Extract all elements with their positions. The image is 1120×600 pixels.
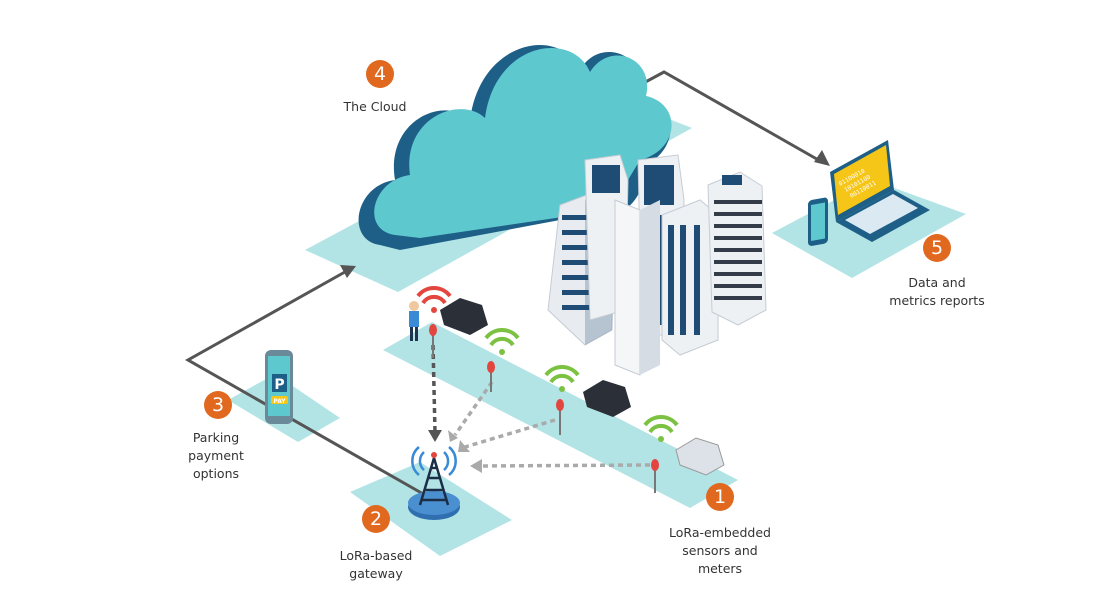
arrow-head-to-cloud bbox=[340, 265, 356, 278]
city-buildings bbox=[547, 154, 767, 376]
label-line: LoRa-based bbox=[339, 548, 413, 563]
label-line: Data and bbox=[908, 275, 966, 290]
step-label-cloud: The Cloud bbox=[344, 98, 407, 116]
label-line: sensors and bbox=[682, 543, 758, 558]
label-line: options bbox=[192, 466, 240, 481]
lora-gateway-tower-icon bbox=[408, 446, 460, 520]
label-line: metrics reports bbox=[889, 293, 985, 308]
step-label-sensors: LoRa-embedded sensors and meters bbox=[669, 524, 771, 578]
label-line: The Cloud bbox=[343, 99, 407, 114]
step-label-payment: Parking payment options bbox=[188, 429, 244, 483]
step-badge-3: 3 bbox=[204, 391, 232, 419]
step-badge-4: 4 bbox=[366, 60, 394, 88]
label-line: payment bbox=[188, 448, 244, 463]
parking-sign: P bbox=[274, 377, 284, 393]
label-line: meters bbox=[697, 561, 743, 576]
payment-phone-icon: P PAY bbox=[265, 350, 293, 424]
step-label-reports: Data and metrics reports bbox=[889, 274, 984, 310]
wifi-occupied-icon bbox=[416, 286, 452, 313]
wifi-free-icon bbox=[484, 328, 679, 442]
sensor-signals bbox=[431, 344, 651, 468]
step-badge-1: 1 bbox=[706, 483, 734, 511]
arrow-head-to-laptop bbox=[814, 150, 830, 166]
parking-officer-icon bbox=[409, 301, 419, 341]
label-line: LoRa-embedded bbox=[669, 525, 771, 540]
label-line: Parking bbox=[192, 430, 240, 445]
parked-cars bbox=[440, 298, 725, 476]
laptop-icon: 011000101010110000110011 bbox=[830, 140, 930, 242]
tablet-icon bbox=[808, 197, 828, 246]
signal-arrow-heads bbox=[428, 430, 482, 473]
step-label-gateway: LoRa-based gateway bbox=[340, 547, 413, 583]
pay-button: PAY bbox=[273, 398, 286, 405]
label-line: gateway bbox=[349, 566, 403, 581]
step-badge-2: 2 bbox=[362, 505, 390, 533]
parking-meters bbox=[429, 324, 659, 493]
step-badge-5: 5 bbox=[923, 234, 951, 262]
svg-text:011000101010110000110011: 011000101010110000110011 bbox=[838, 165, 878, 201]
